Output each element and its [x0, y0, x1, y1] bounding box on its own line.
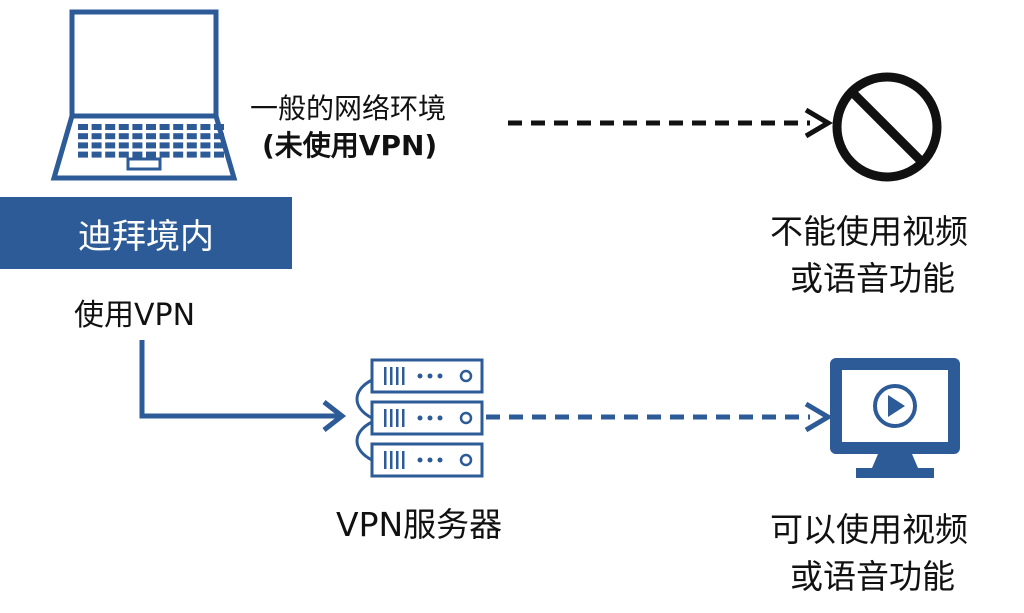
keyboard-key [132, 124, 143, 130]
keyboard-key [146, 133, 156, 140]
server-vent [384, 409, 387, 427]
keyboard-key [159, 124, 170, 130]
server-vent [402, 367, 405, 385]
server-indicator [427, 457, 433, 463]
server-vent [384, 451, 387, 469]
dashed-arrow-normal [508, 107, 833, 139]
keyboard-key [105, 151, 116, 158]
server-stack-icon [355, 358, 484, 478]
keyboard-key [132, 142, 143, 149]
keyboard-key [200, 151, 211, 158]
keyboard-key [146, 142, 156, 149]
keyboard-key [132, 133, 143, 140]
keyboard-key [78, 142, 88, 149]
server-vent [396, 367, 399, 385]
keyboard-key [173, 151, 184, 158]
no-vpn-label: (未使用VPN) [262, 129, 438, 162]
keyboard-key [118, 133, 129, 140]
keyboard-key [214, 142, 224, 149]
server-indicator [417, 373, 423, 379]
server-vent [396, 451, 399, 469]
keyboard-key [214, 133, 224, 140]
arrow-to-server [139, 340, 347, 432]
server-indicator [427, 373, 433, 379]
server-indicator [437, 373, 443, 379]
server-indicator [437, 457, 443, 463]
normal-network-label: 一般的网络环境 [250, 92, 447, 125]
server-power-button [459, 453, 473, 467]
server-power-button [459, 369, 473, 383]
server-vent [384, 367, 387, 385]
keyboard-key [186, 151, 197, 158]
keyboard-key [186, 142, 197, 149]
keyboard-key [214, 151, 224, 158]
keyboard-key [173, 142, 184, 149]
keyboard-key [118, 151, 129, 158]
blocked-result-line1: 不能使用视频 [770, 212, 968, 251]
server-vent [390, 367, 393, 385]
keyboard-key [159, 151, 170, 158]
keyboard-key [91, 133, 102, 140]
use-vpn-label: 使用VPN [74, 298, 196, 333]
keyboard-key [200, 124, 211, 130]
server-vent [390, 451, 393, 469]
server-vent [402, 451, 405, 469]
keyboard-key [105, 133, 116, 140]
vpn-server-label: VPN服务器 [336, 505, 503, 544]
keyboard-key [173, 133, 184, 140]
prohibited-icon [832, 72, 942, 182]
server-vent [396, 409, 399, 427]
keyboard-key [91, 151, 102, 158]
keyboard-key [78, 133, 88, 140]
keyboard-key [146, 124, 156, 130]
keyboard-key [91, 124, 102, 130]
server-indicator [437, 415, 443, 421]
keyboard-key [78, 124, 88, 130]
server-indicator [417, 457, 423, 463]
laptop-icon [50, 9, 238, 181]
keyboard-key [214, 124, 224, 130]
server-indicator [417, 415, 423, 421]
keyboard-key [118, 124, 129, 130]
server-vent [402, 409, 405, 427]
dashed-arrow-vpn [486, 401, 833, 433]
keyboard-key [105, 124, 116, 130]
blocked-result-line2: 或语音功能 [790, 259, 955, 298]
location-banner: 迪拜境内 [0, 197, 292, 269]
keyboard-key [146, 151, 156, 158]
keyboard-key [186, 124, 197, 130]
keyboard-key [173, 124, 184, 130]
keyboard-key [186, 133, 197, 140]
keyboard-key [159, 142, 170, 149]
keyboard-key [159, 133, 170, 140]
server-vent [390, 409, 393, 427]
keyboard-key [118, 142, 129, 149]
monitor-play-icon [830, 358, 960, 478]
keyboard-key [200, 142, 211, 149]
keyboard-key [200, 133, 211, 140]
keyboard-key [105, 142, 116, 149]
allowed-result-line2: 或语音功能 [790, 557, 955, 596]
server-indicator [427, 415, 433, 421]
keyboard-key [78, 151, 88, 158]
allowed-result-line1: 可以使用视频 [770, 510, 968, 549]
keyboard-key [132, 151, 143, 158]
keyboard-key [91, 142, 102, 149]
server-power-button [459, 411, 473, 425]
